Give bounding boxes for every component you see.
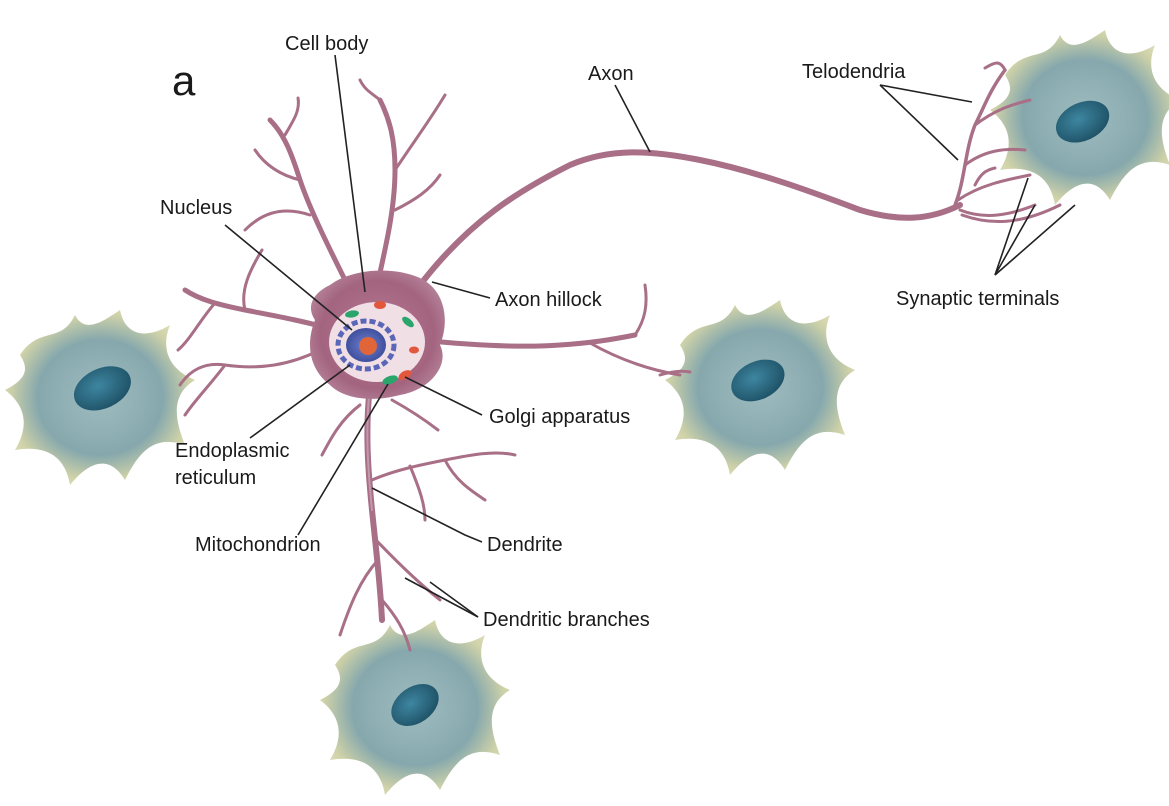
label-endoplasmic-line1: Endoplasmic [175,440,290,462]
leader-cell-body [335,55,365,292]
label-axon: Axon [588,63,634,85]
organelle-red-1 [374,301,386,309]
label-synaptic-terminals: Synaptic terminals [896,288,1059,310]
label-dendritic-branches: Dendritic branches [483,609,650,631]
leader-er [250,365,350,438]
leader-axon [615,85,650,152]
target-cell-bottom [320,620,510,795]
panel-label: a [172,57,196,104]
target-cell-right-middle [665,300,855,475]
label-mitochondrion: Mitochondrion [195,534,321,556]
target-cell-left [5,310,195,485]
label-telodendria: Telodendria [802,61,906,83]
leader-telodendria-b [880,85,958,160]
organelle-red-2 [409,347,419,354]
label-golgi-apparatus: Golgi apparatus [489,406,630,428]
label-endoplasmic-line2: reticulum [175,467,256,489]
leader-dendrite [372,488,482,542]
leader-axon-hillock [432,282,490,298]
leader-dendritic-branches-a [405,578,478,617]
label-axon-hillock: Axon hillock [495,289,603,311]
leader-nucleus [225,225,352,330]
neuron [178,63,1060,650]
label-nucleus: Nucleus [160,197,232,219]
label-cell-body: Cell body [285,33,368,55]
label-dendrite: Dendrite [487,534,563,556]
leader-golgi [405,377,482,415]
nucleolus [359,337,377,355]
axon [420,152,960,285]
leader-telodendria [880,85,972,102]
